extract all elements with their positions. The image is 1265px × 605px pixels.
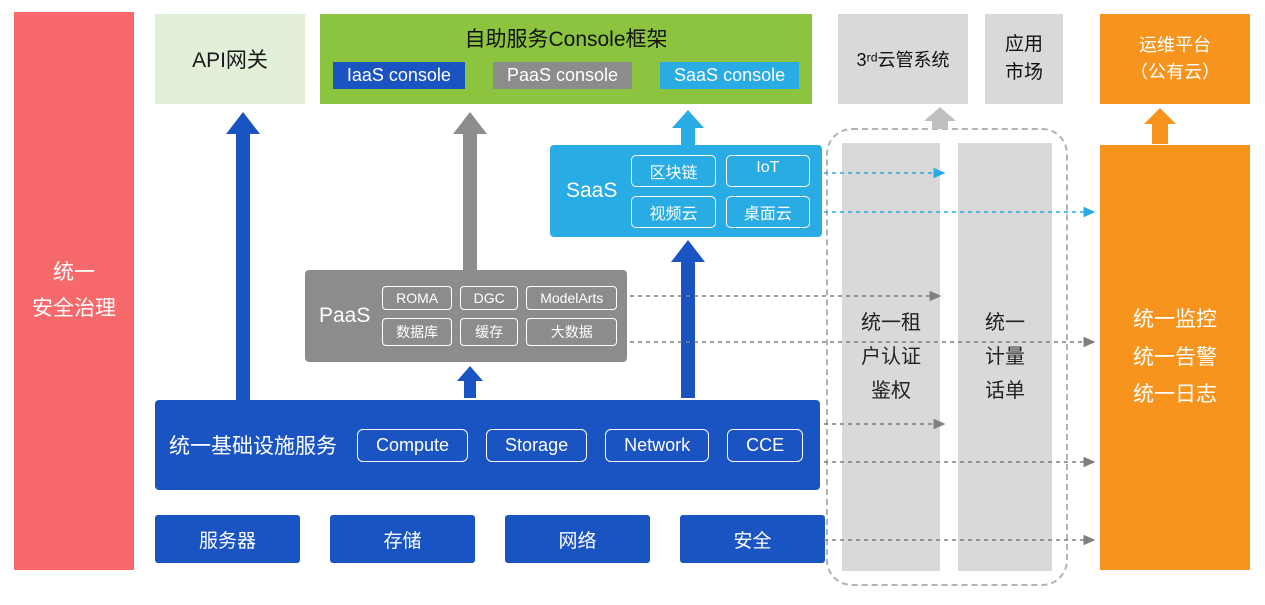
paas-services-grid: ROMA DGC ModelArts 数据库 缓存 大数据 <box>382 286 617 346</box>
iaas-service-network: Network <box>605 428 710 462</box>
third-party-cloud-box: 3ʳᵈ云管系统 <box>838 14 968 104</box>
hardware-network-box: 网络 <box>505 515 650 563</box>
api-gateway-box: API网关 <box>155 14 305 104</box>
iaas-service-storage: Storage <box>486 428 588 462</box>
hardware-security-box: 安全 <box>680 515 825 563</box>
saas-service-video-cloud: 视频云 <box>631 195 716 228</box>
paas-service-modelarts: ModelArts <box>526 286 617 310</box>
arrow-zone-to-third-party <box>924 107 956 129</box>
saas-services-grid: 区块链 IoT 视频云 桌面云 <box>631 154 810 228</box>
saas-layer-label: SaaS <box>566 179 618 202</box>
common-services-dashed-zone <box>826 128 1068 586</box>
console-framework-box: 自助服务Console框架 IaaS console PaaS console … <box>320 14 812 104</box>
paas-console-chip: PaaS console <box>492 62 633 89</box>
paas-layer-label: PaaS <box>319 304 371 327</box>
iaas-console-chip: IaaS console <box>332 62 465 89</box>
paas-service-database: 数据库 <box>382 318 452 346</box>
ops-platform-box: 运维平台 （公有云） <box>1100 14 1250 104</box>
arrow-iaas-to-api-gateway <box>226 112 260 400</box>
saas-service-desktop-cloud: 桌面云 <box>725 195 810 228</box>
saas-service-blockchain: 区块链 <box>631 154 716 187</box>
iaas-service-cce: CCE <box>727 428 804 462</box>
iaas-service-compute: Compute <box>357 428 469 462</box>
arrow-monitor-to-ops-platform <box>1144 108 1176 144</box>
paas-service-roma: ROMA <box>382 286 452 310</box>
metering-billing-bar: 统一 计量 话单 <box>958 143 1052 571</box>
paas-layer-box: PaaS ROMA DGC ModelArts 数据库 缓存 大数据 <box>305 270 627 362</box>
paas-service-bigdata: 大数据 <box>526 318 617 346</box>
security-governance-bar: 统一 安全治理 <box>14 12 134 570</box>
hardware-storage-box: 存储 <box>330 515 475 563</box>
arrow-iaas-to-saas <box>671 240 705 398</box>
saas-layer-box: SaaS 区块链 IoT 视频云 桌面云 <box>550 145 822 237</box>
arrow-iaas-to-paas <box>457 366 483 398</box>
paas-service-cache: 缓存 <box>459 318 519 346</box>
saas-console-chip: SaaS console <box>660 62 800 89</box>
iaas-layer-label: 统一基础设施服务 <box>169 435 337 458</box>
paas-service-dgc: DGC <box>459 286 519 310</box>
app-market-box: 应用 市场 <box>985 14 1063 104</box>
iaas-layer-bar: 统一基础设施服务 Compute Storage Network CCE <box>155 400 820 490</box>
console-row: IaaS console PaaS console SaaS console <box>332 62 800 89</box>
arrow-saas-to-saas-console <box>672 110 704 146</box>
iaas-services-row: Compute Storage Network CCE <box>357 428 804 462</box>
arrow-paas-to-console <box>453 112 487 270</box>
saas-service-iot: IoT <box>725 154 810 187</box>
monitoring-alarm-log-bar: 统一监控 统一告警 统一日志 <box>1100 145 1250 570</box>
hardware-server-box: 服务器 <box>155 515 300 563</box>
tenant-auth-bar: 统一租 户认证 鉴权 <box>842 143 940 571</box>
console-framework-title: 自助服务Console框架 <box>464 28 668 51</box>
